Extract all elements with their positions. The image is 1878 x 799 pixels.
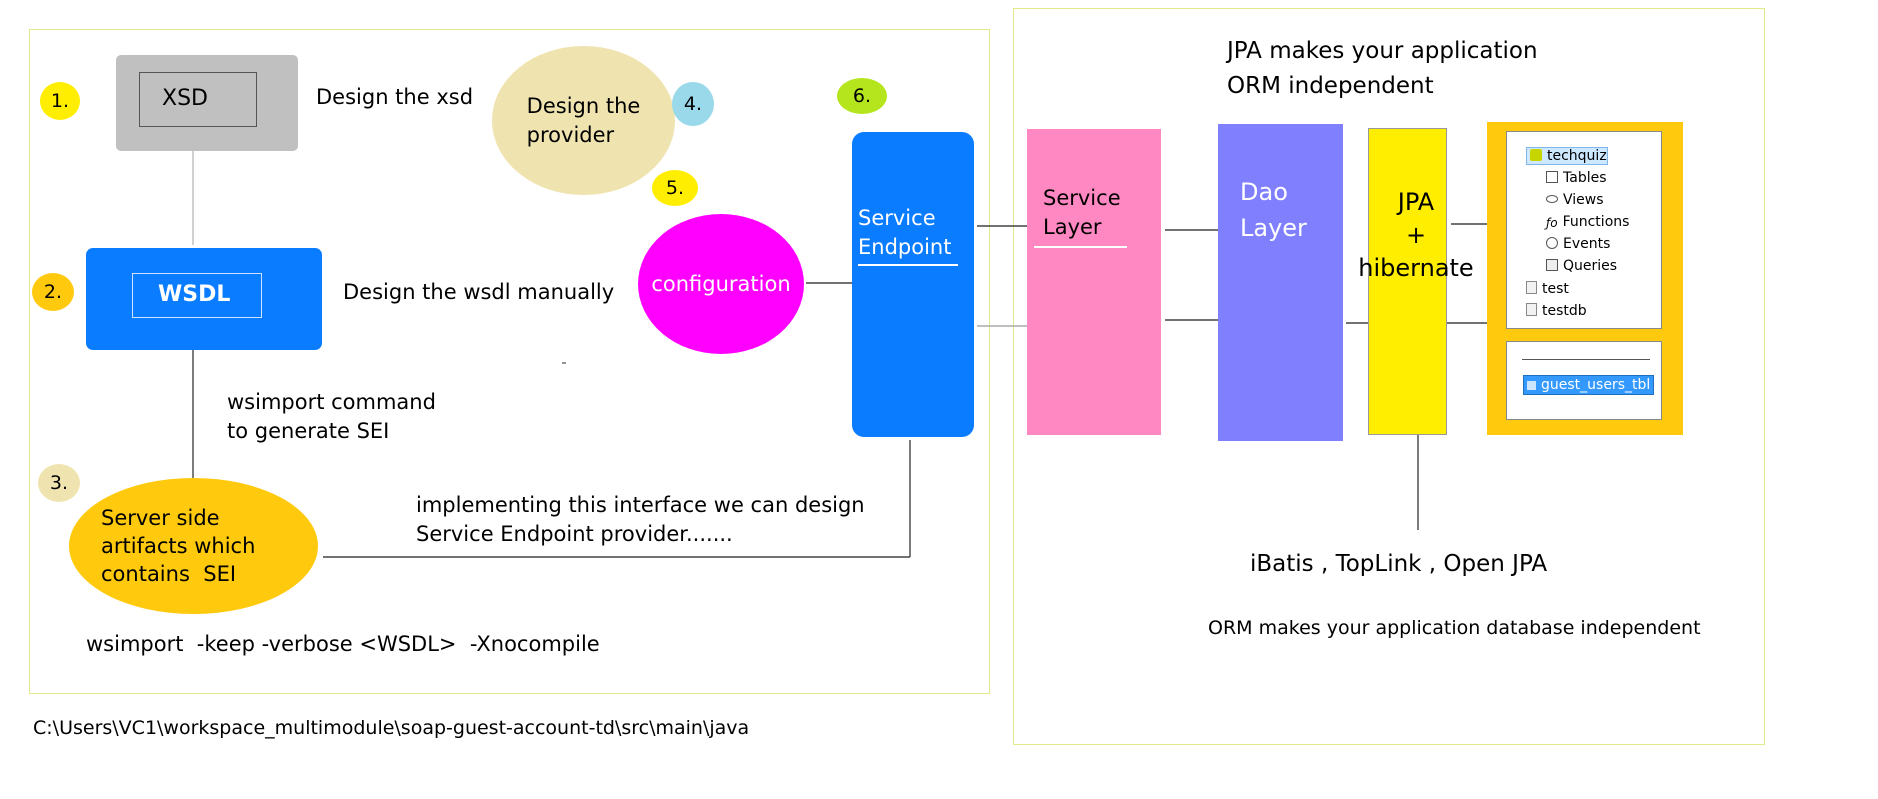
wsdl-label: WSDL	[158, 282, 231, 307]
service-endpoint-underline	[858, 264, 958, 266]
service-layer-box	[1027, 129, 1161, 435]
implement-note: implementing this interface we can desig…	[416, 493, 865, 546]
db-tree-item-functions-label: Functions	[1562, 214, 1630, 230]
db-tree-item-tables-label: Tables	[1563, 170, 1607, 186]
step-4-badge: 4.	[672, 82, 714, 126]
step-6-badge: 6.	[837, 78, 887, 114]
db-tree-item-test[interactable]: test	[1526, 280, 1569, 298]
wsdl-caption: Design the wsdl manually	[343, 280, 615, 304]
xsd-inner-box	[139, 72, 257, 127]
db-tree-item-views-label: Views	[1563, 192, 1604, 208]
db-tree-root-label: techquiz	[1547, 148, 1607, 164]
left-panel	[29, 29, 990, 694]
jpa-title: JPA makes your application ORM independe…	[1227, 38, 1538, 99]
dao-layer-label: Dao Layer	[1240, 178, 1307, 242]
db-tree-item-events-label: Events	[1563, 236, 1611, 252]
table-icon	[1527, 381, 1536, 390]
db-tree-item-views[interactable]: Views	[1546, 191, 1604, 209]
xsd-box	[116, 55, 298, 151]
service-endpoint-box	[852, 132, 974, 437]
jpa-label: JPA + hibernate	[1358, 188, 1474, 282]
orm-note: ORM makes your application database inde…	[1208, 617, 1701, 639]
db-tree-item-functions[interactable]: ƒo Functions	[1546, 213, 1629, 232]
provider-oval: Design the provider	[492, 46, 675, 195]
dao-layer-box	[1218, 124, 1343, 441]
db-table-item[interactable]: guest_users_tbl	[1523, 375, 1655, 395]
database-icon	[1526, 303, 1537, 316]
db-tree-item-testdb[interactable]: testdb	[1526, 302, 1587, 320]
wsimport-caption: wsimport command to generate SEI	[227, 390, 436, 443]
db-tree-item-queries[interactable]: Queries	[1546, 257, 1617, 275]
db-tree-root[interactable]: techquiz	[1530, 147, 1607, 165]
views-icon	[1546, 195, 1558, 203]
xsd-label: XSD	[162, 86, 208, 111]
db-tree-item-testdb-label: testdb	[1542, 303, 1587, 319]
orm-list: iBatis , TopLink , Open JPA	[1250, 551, 1548, 577]
xsd-caption: Design the xsd	[316, 85, 474, 109]
db-tree-root-highlight	[1526, 147, 1608, 165]
step-3-badge: 3.	[38, 464, 80, 502]
project-path: C:\Users\VC1\workspace_multimodule\soap-…	[33, 717, 750, 739]
db-tree-item-queries-label: Queries	[1563, 258, 1618, 274]
database-icon	[1526, 281, 1537, 294]
database-icon	[1530, 149, 1542, 161]
db-tree-item-tables[interactable]: Tables	[1546, 169, 1607, 187]
step-5-badge: 5.	[652, 170, 698, 206]
events-icon	[1546, 237, 1558, 249]
db-tree-item-events[interactable]: Events	[1546, 235, 1610, 253]
functions-icon: ƒo	[1546, 216, 1558, 230]
wsimport-command: wsimport -keep -verbose <WSDL> -Xnocompi…	[86, 632, 600, 656]
service-layer-underline	[1034, 246, 1127, 248]
wsdl-inner-box	[132, 273, 262, 318]
tables-icon	[1546, 171, 1558, 183]
server-artifacts-label: Server side artifacts which contains SEI	[101, 506, 256, 586]
configuration-oval: configuration	[638, 214, 804, 354]
db-table-item-label: guest_users_tbl	[1541, 377, 1651, 393]
wsdl-box	[86, 248, 322, 350]
configuration-label: configuration	[651, 271, 791, 296]
db-table-divider	[1522, 359, 1650, 360]
step-1-badge: 1.	[40, 82, 80, 120]
step-2-badge: 2.	[32, 273, 74, 311]
right-panel	[1013, 8, 1765, 745]
queries-icon	[1546, 259, 1558, 271]
service-endpoint-label: Service Endpoint	[858, 206, 952, 259]
provider-label: Design the provider	[526, 93, 641, 147]
db-tree-item-test-label: test	[1542, 281, 1569, 297]
server-artifacts-oval: Server side artifacts which contains SEI	[69, 478, 318, 614]
service-layer-label: Service Layer	[1043, 186, 1121, 239]
jpa-box	[1368, 128, 1447, 435]
